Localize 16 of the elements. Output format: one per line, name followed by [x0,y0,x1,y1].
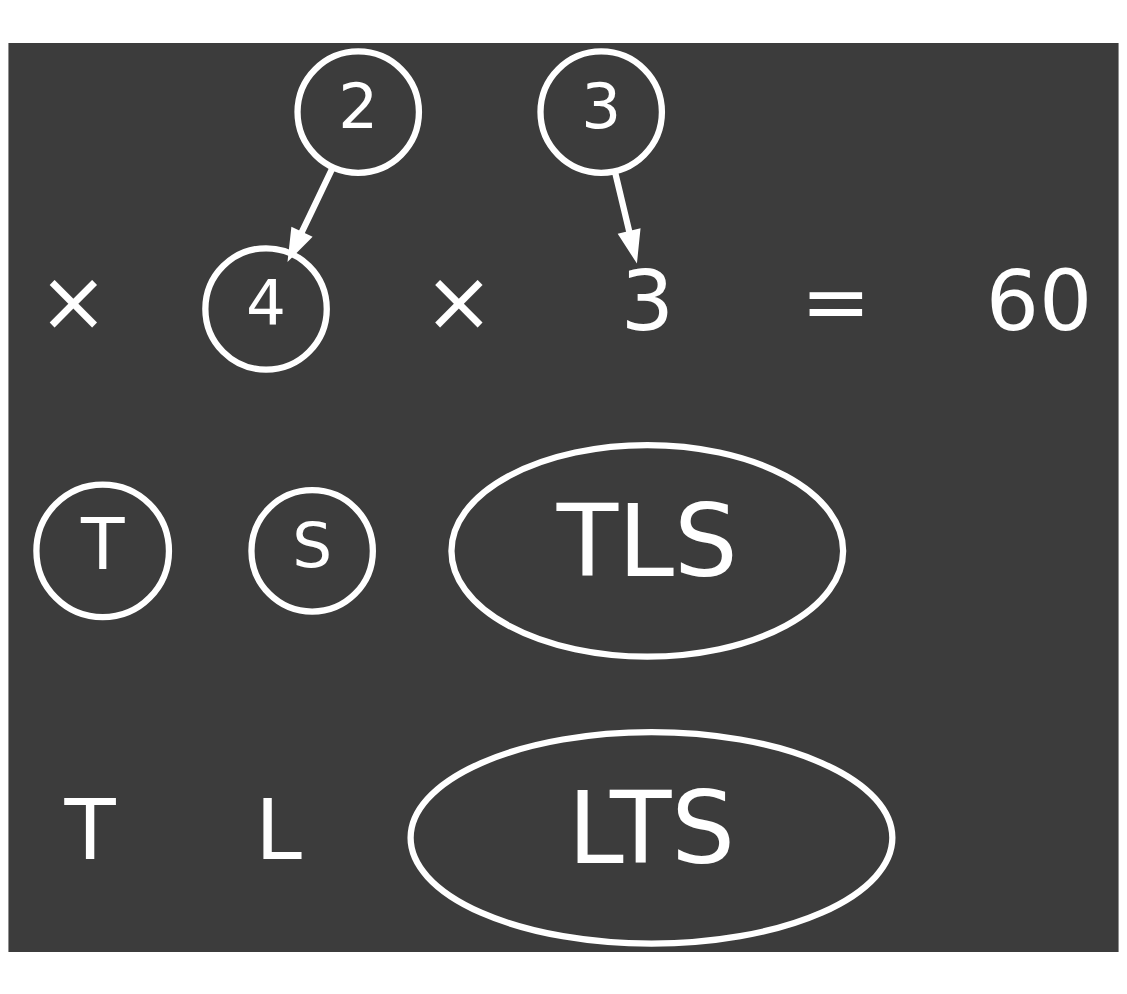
arrow [611,170,641,264]
node-circle: 2 [294,47,423,176]
label: × [38,251,109,350]
label: = [800,251,871,350]
node-ellipse: TLS [448,441,847,660]
node-circle: 4 [202,244,330,373]
arrow [287,166,336,262]
label: T [64,780,116,879]
label: L [255,780,302,879]
node-circle: T [33,480,173,620]
label: × [423,251,494,350]
node-circle: 3 [537,47,666,176]
node-ellipse: LTS [407,728,896,947]
node-circle: S [248,486,376,615]
label: 60 [985,251,1093,350]
node-text: 3 [620,251,674,350]
